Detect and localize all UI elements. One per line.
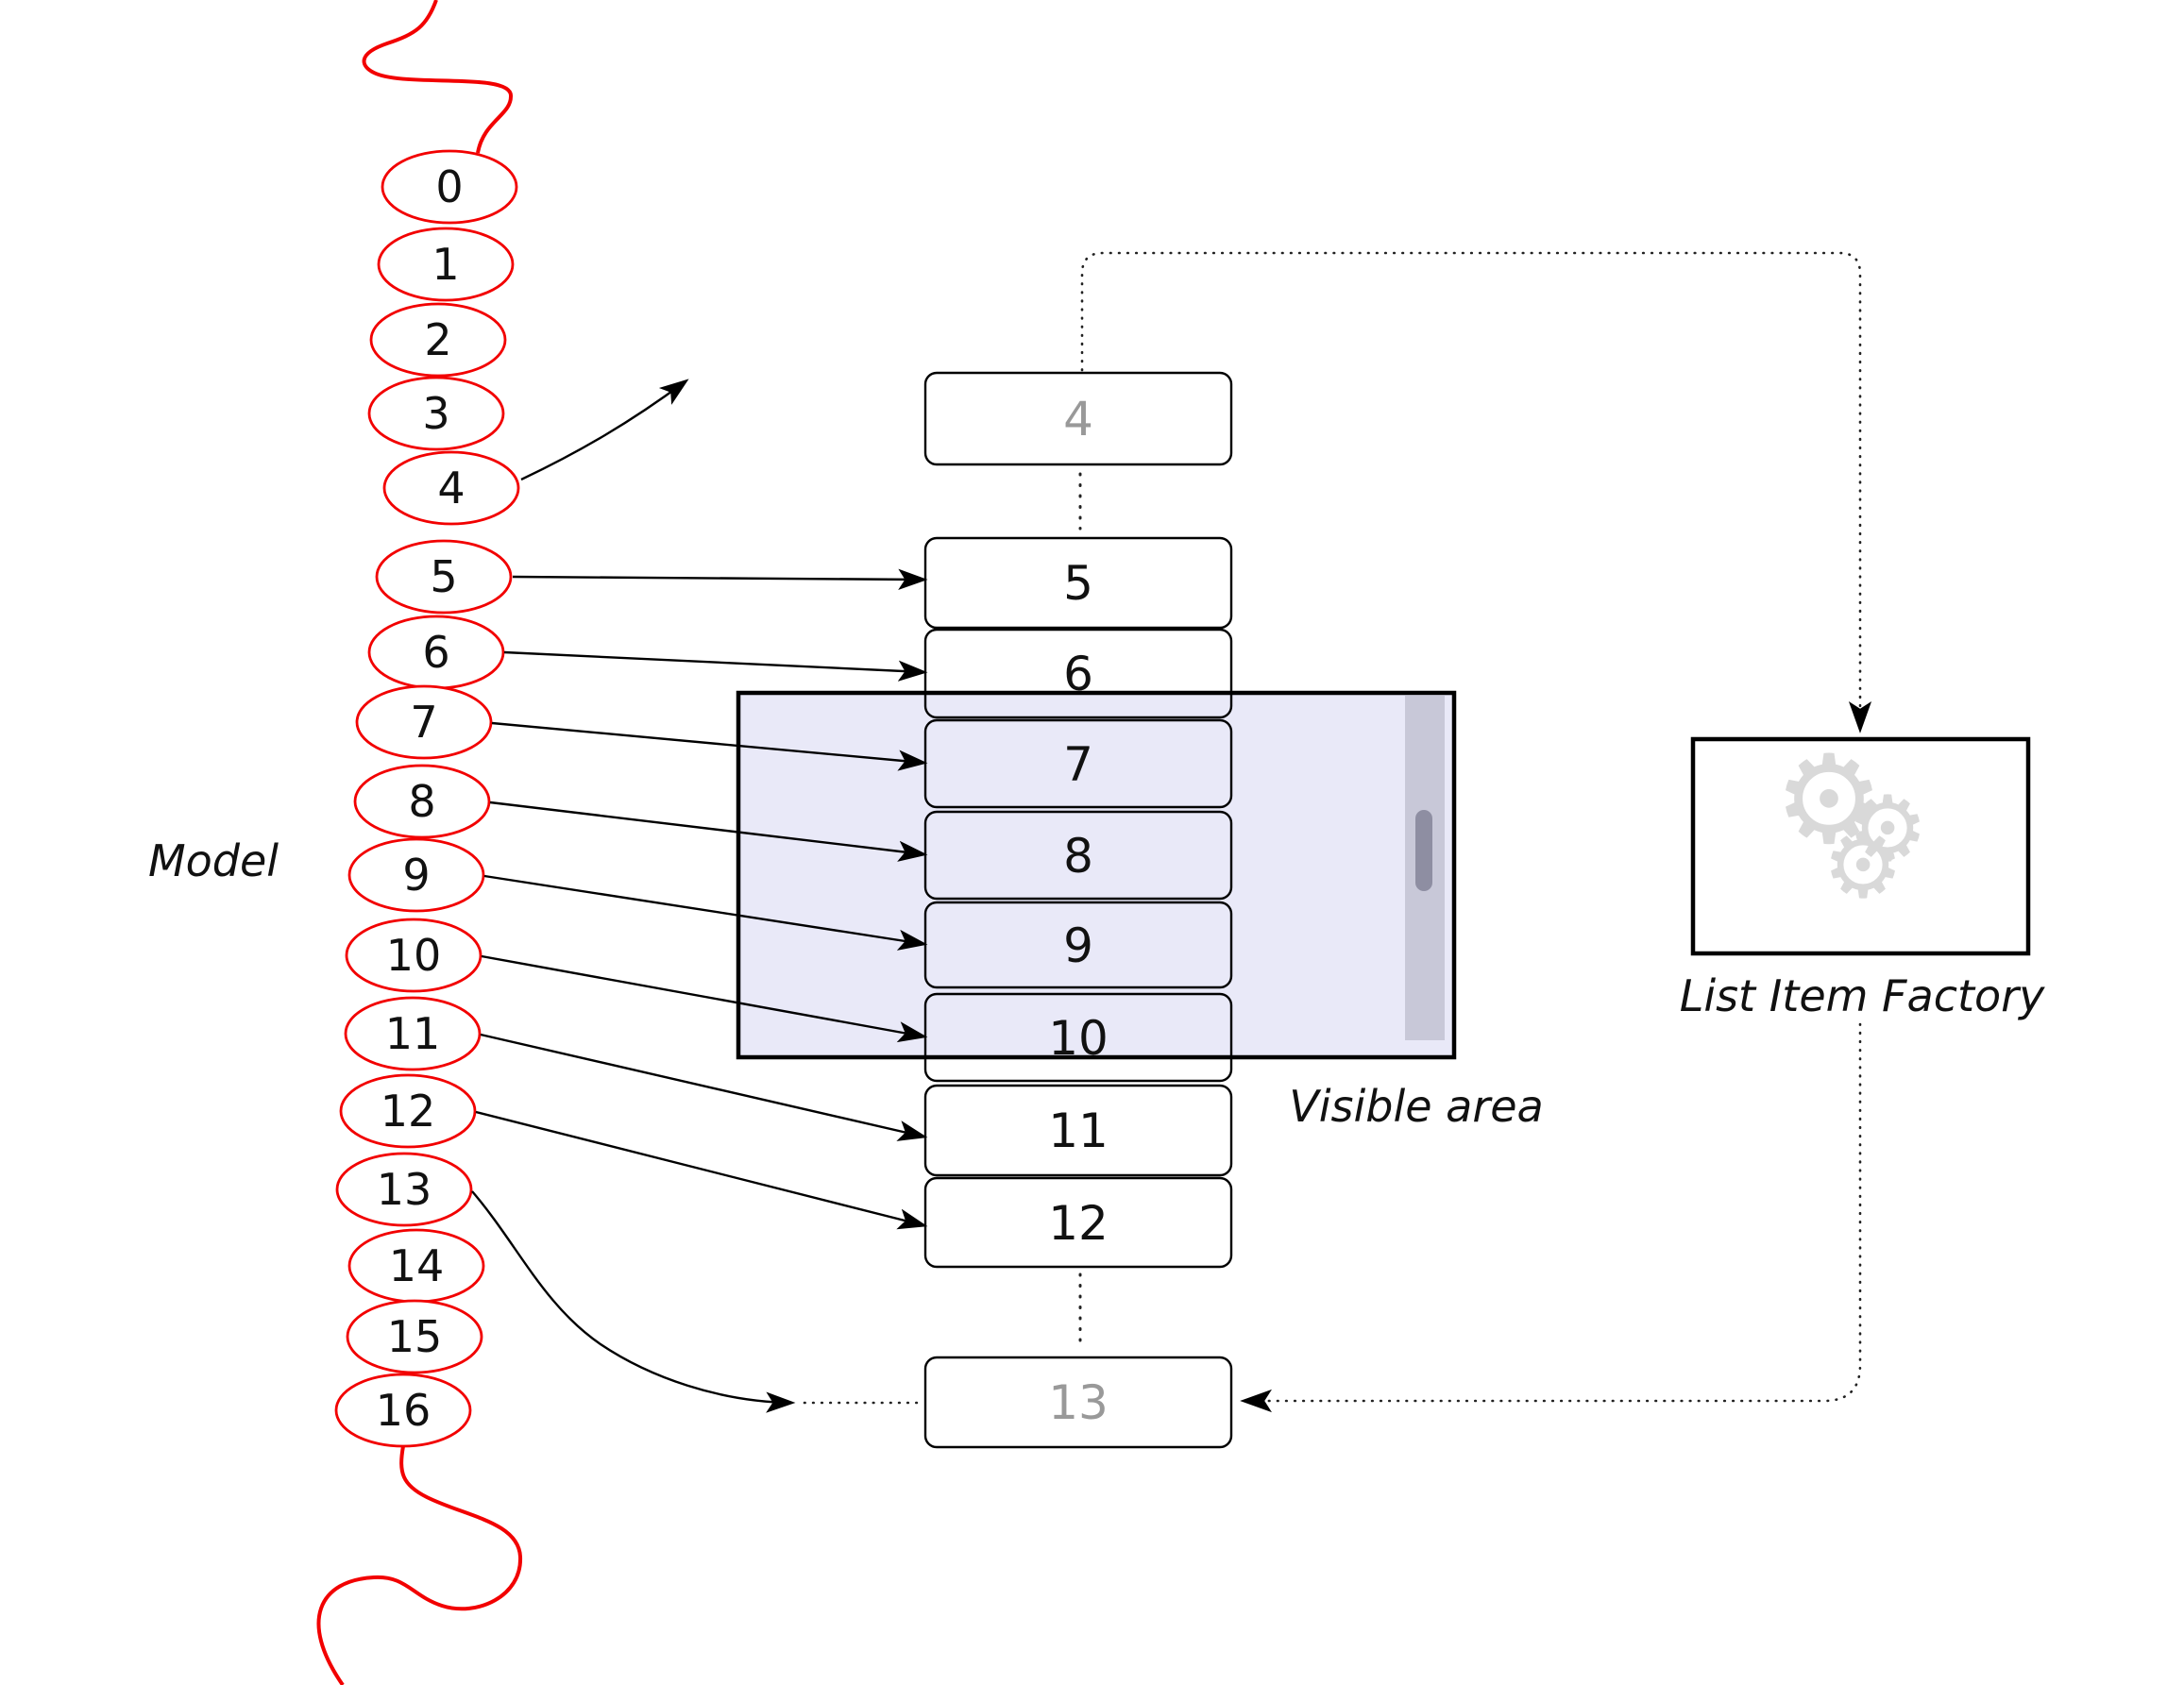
model-item-label: 12 bbox=[381, 1086, 436, 1137]
model-item: 10 bbox=[345, 918, 483, 993]
binding-arrow bbox=[489, 800, 928, 862]
model-item-label: 5 bbox=[430, 551, 457, 602]
model-item-ellipse bbox=[345, 918, 483, 993]
model-item: 14 bbox=[347, 1228, 485, 1304]
binding-arrow bbox=[481, 954, 928, 1043]
model-item: 15 bbox=[346, 1299, 483, 1374]
list-item-label: 7 bbox=[1063, 737, 1093, 792]
model-item-label: 11 bbox=[385, 1008, 441, 1059]
model-item-label: 0 bbox=[435, 161, 463, 212]
binding-arrow bbox=[483, 874, 928, 951]
model-item: 13 bbox=[335, 1152, 473, 1227]
model-item-ellipse bbox=[335, 1152, 473, 1227]
model-item-label: 3 bbox=[422, 388, 449, 439]
visible-area-outline bbox=[736, 690, 1457, 1060]
model-item-ellipse bbox=[381, 149, 518, 225]
model-continues-bottom-wave bbox=[316, 1445, 523, 1685]
model-item-label: 2 bbox=[424, 314, 451, 365]
binding-arrow bbox=[503, 650, 928, 682]
model-item: 1 bbox=[377, 227, 515, 302]
model-item-ellipse bbox=[382, 450, 520, 526]
model-item-ellipse bbox=[353, 764, 491, 839]
model-item-label: 14 bbox=[389, 1240, 445, 1291]
binding-arrow bbox=[475, 1110, 928, 1230]
unbind-curve-arrow bbox=[520, 379, 689, 481]
model-item-label: 6 bbox=[422, 627, 449, 678]
model-item-label: 8 bbox=[408, 776, 435, 827]
model-item: 9 bbox=[347, 837, 485, 913]
model-item-label: 4 bbox=[437, 463, 465, 514]
model-item-ellipse bbox=[377, 227, 515, 302]
factory-output-path bbox=[1240, 1022, 1862, 1413]
list-item-box bbox=[923, 371, 1233, 466]
model-item: 7 bbox=[355, 684, 493, 760]
model-item: 2 bbox=[369, 302, 507, 378]
model-item: 5 bbox=[375, 539, 513, 615]
model-item-label: 15 bbox=[387, 1311, 443, 1362]
model-item-ellipse bbox=[347, 837, 485, 913]
model-item-ellipse bbox=[367, 376, 505, 451]
model-item-label: 10 bbox=[386, 930, 442, 981]
list-item-label: 4 bbox=[1063, 392, 1093, 447]
model-item: 16 bbox=[334, 1373, 472, 1448]
model-item-ellipse bbox=[344, 996, 482, 1071]
model-item-label: 7 bbox=[410, 697, 437, 748]
list-item-label: 5 bbox=[1063, 556, 1093, 611]
model-label: Model bbox=[148, 835, 279, 886]
factory-box bbox=[1690, 736, 2031, 956]
model-item-ellipse bbox=[346, 1299, 483, 1374]
model-item: 3 bbox=[367, 376, 505, 451]
visible-area-label: Visible area bbox=[1289, 1081, 1544, 1132]
model-continues-top-wave bbox=[362, 0, 514, 154]
binding-arrows bbox=[475, 568, 928, 1230]
visible-area-fill bbox=[738, 693, 1454, 1057]
binding-arrow bbox=[491, 721, 928, 771]
rebind-curve-arrow bbox=[471, 1190, 796, 1413]
model-item: 6 bbox=[367, 615, 505, 690]
model-item-label: 16 bbox=[376, 1385, 432, 1436]
list-item-label: 8 bbox=[1063, 829, 1093, 884]
list-item-label: 13 bbox=[1048, 1375, 1109, 1430]
model-item-ellipse bbox=[355, 684, 493, 760]
model-item-ellipse bbox=[375, 539, 513, 615]
list-item-label: 9 bbox=[1063, 918, 1093, 973]
model-item-ellipse bbox=[369, 302, 507, 378]
model-item-label: 1 bbox=[432, 239, 459, 290]
gear-icon: ⚙ bbox=[1822, 813, 1904, 918]
factory-label: List Item Factory bbox=[1680, 970, 2045, 1021]
list-item-label: 11 bbox=[1048, 1104, 1109, 1158]
scrollbar-thumb bbox=[1415, 810, 1432, 891]
model-item-label: 13 bbox=[377, 1164, 432, 1215]
binding-arrow bbox=[480, 1033, 928, 1141]
model-item: 0 bbox=[381, 149, 518, 225]
model-item: 4 bbox=[382, 450, 520, 526]
model-item-label: 9 bbox=[402, 850, 430, 901]
gear-icon: ⚙ bbox=[1774, 728, 1885, 871]
list-item-box bbox=[923, 1356, 1233, 1449]
binding-arrow bbox=[512, 568, 928, 590]
model-item: 12 bbox=[339, 1073, 477, 1149]
model-chain: 0 1 2 3 4 5 6 7 bbox=[334, 149, 520, 1448]
model-item: 8 bbox=[353, 764, 491, 839]
factory-input-path bbox=[1080, 251, 1872, 733]
model-item-ellipse bbox=[339, 1073, 477, 1149]
model-item-ellipse bbox=[334, 1373, 472, 1448]
list-item-label: 12 bbox=[1048, 1196, 1109, 1251]
gear-icon: ⚙ bbox=[1847, 776, 1928, 882]
model-item: 11 bbox=[344, 996, 482, 1071]
